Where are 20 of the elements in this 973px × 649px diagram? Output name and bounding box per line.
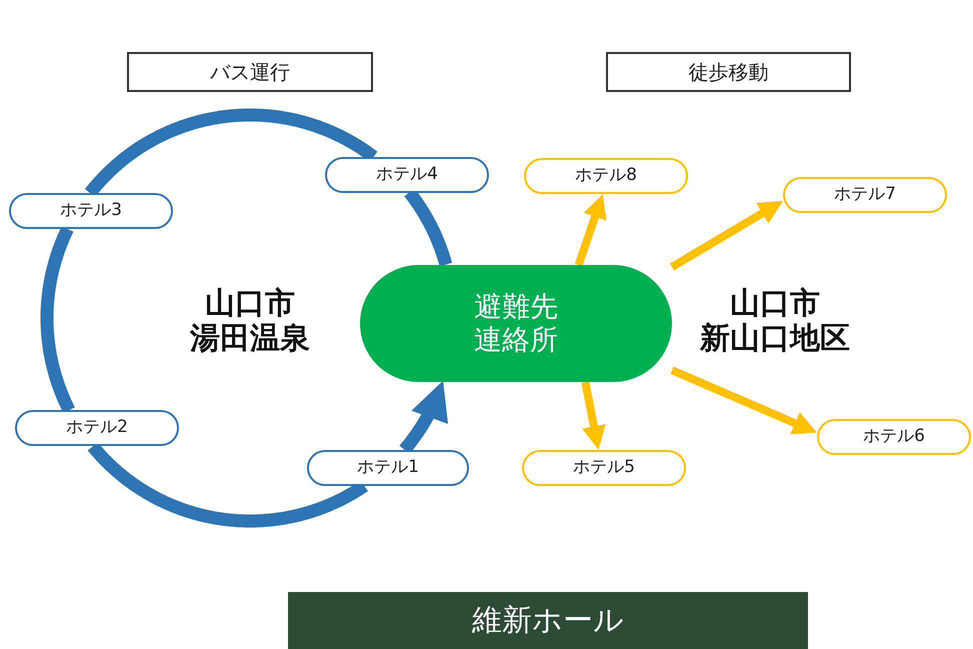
hotel-pill: ホテル3	[9, 193, 173, 229]
area-label: 山口市	[730, 287, 820, 320]
arrow	[670, 366, 817, 434]
hotel-pill: ホテル6	[817, 419, 971, 455]
arrow	[574, 194, 606, 266]
arrow	[670, 200, 783, 270]
area-label: 新山口地区	[700, 322, 850, 355]
hotel-pill: ホテル7	[783, 177, 947, 213]
venue-banner: 維新ホール	[288, 592, 808, 649]
heading-box: バス運行	[127, 52, 373, 92]
area-label: 湯田温泉	[190, 322, 310, 355]
hotel-pill: ホテル4	[325, 157, 489, 193]
arrow	[581, 381, 606, 450]
heading-box: 徒歩移動	[606, 52, 851, 92]
hotel-pill: ホテル2	[15, 410, 179, 446]
contact-point-pill: 避難先連絡所	[360, 265, 672, 382]
hotel-pill: ホテル1	[307, 450, 469, 486]
area-label: 山口市	[205, 287, 295, 320]
hotel-pill: ホテル5	[522, 450, 686, 486]
hotel-pill: ホテル8	[524, 158, 688, 194]
